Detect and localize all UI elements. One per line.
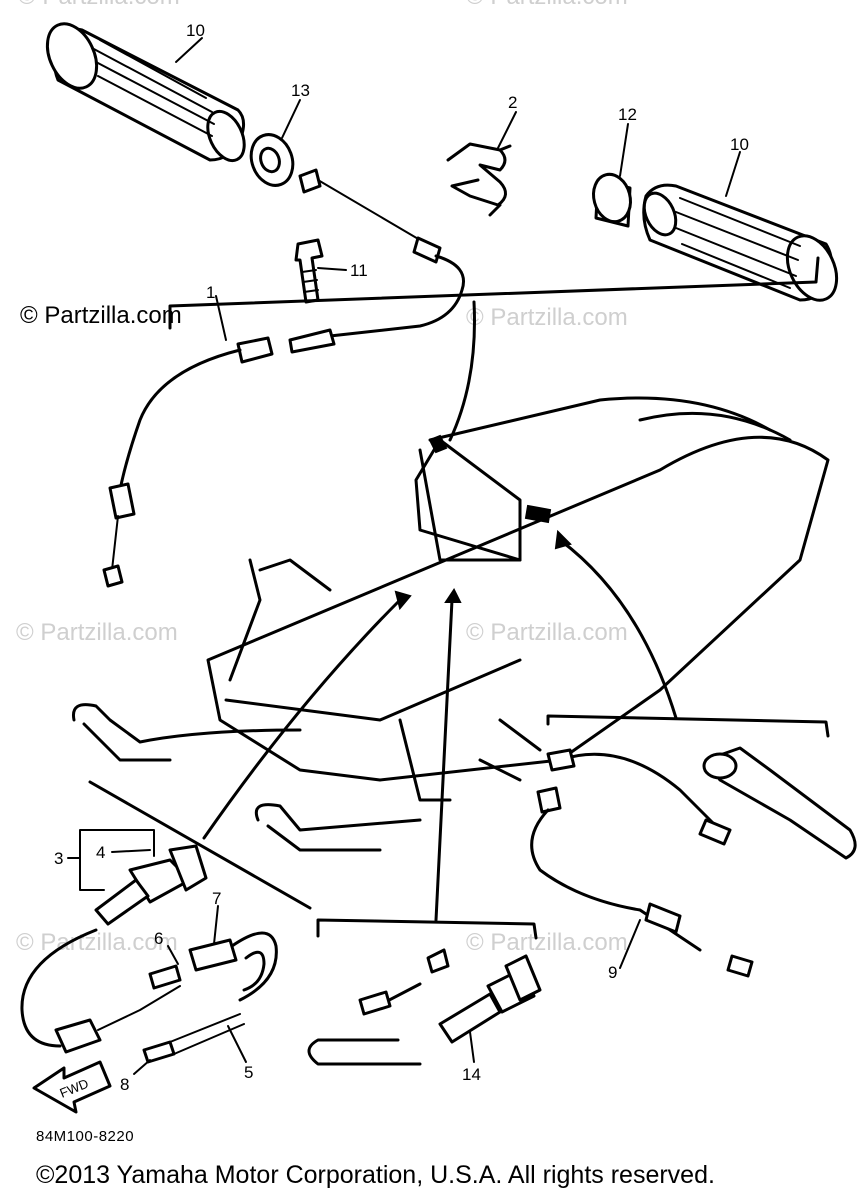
center-bracket — [316, 918, 538, 940]
leader-line — [469, 1031, 475, 1063]
watermark-faint: © Partzilla.com — [466, 304, 628, 331]
switch-assembly-3 — [94, 844, 208, 926]
cable-loop-left — [20, 928, 278, 1054]
bolt-11 — [294, 238, 324, 304]
callout-1: 1 — [206, 283, 215, 302]
leader-line — [167, 945, 179, 965]
diagram-part-code: 84M100-8220 — [36, 1128, 135, 1145]
leader-line — [227, 1025, 247, 1063]
wire-5 — [142, 1013, 245, 1064]
callout-6: 6 — [154, 929, 163, 948]
watermark-faint: © Partzilla.com — [16, 929, 178, 956]
leader-line — [497, 111, 517, 149]
leader-line — [317, 267, 347, 271]
watermark-faint: © Partzilla.com — [16, 619, 178, 646]
watermark-faint: © Partzilla.com — [466, 929, 628, 956]
callout-4: 4 — [96, 843, 105, 862]
spring-clip-2 — [446, 142, 512, 217]
copyright-notice: ©2013 Yamaha Motor Corporation, U.S.A. A… — [36, 1161, 715, 1189]
leader-line — [175, 37, 203, 63]
pointer-line — [448, 300, 476, 442]
callout-8: 8 — [120, 1075, 129, 1094]
callout-2: 2 — [508, 93, 517, 112]
callout-3-bracket — [79, 829, 155, 891]
throttle-cable — [288, 168, 465, 354]
brake-lever — [702, 746, 857, 860]
handlebar-grip-left — [45, 22, 246, 163]
callout-13: 13 — [291, 81, 310, 100]
leader-line — [281, 99, 301, 139]
pointer-arrows — [202, 529, 678, 922]
leader-line — [111, 849, 151, 853]
handlebar-grip-right — [642, 183, 839, 302]
leader-line — [213, 905, 219, 945]
partzilla-watermark: © Partzilla.com — [20, 302, 182, 329]
grip-ring-13 — [249, 133, 295, 187]
fwd-arrow-icon: FWD — [32, 1060, 112, 1114]
watermark-faint: © Partzilla.com — [18, 0, 180, 10]
snowmobile-body — [71, 396, 830, 852]
callout-12: 12 — [618, 105, 637, 124]
watermark-faint: © Partzilla.com — [466, 619, 628, 646]
callout-14: 14 — [462, 1065, 481, 1084]
watermark-group: © Partzilla.com © Partzilla.com © Partzi… — [16, 0, 628, 956]
callout-5: 5 — [244, 1063, 253, 1082]
callout-10: 10 — [186, 21, 205, 40]
right-bracket — [546, 714, 830, 738]
callout-9: 9 — [608, 963, 617, 982]
leader-line — [619, 123, 629, 177]
top-bracket — [168, 256, 820, 330]
callout-11: 11 — [350, 261, 368, 280]
leader-line — [133, 1059, 151, 1075]
kill-switch-14 — [307, 948, 542, 1066]
cable-1 — [102, 336, 274, 588]
bracket-line — [88, 780, 312, 910]
callout-3: 3 — [54, 849, 63, 868]
leader-line — [619, 919, 641, 969]
callout-10-right: 10 — [730, 135, 749, 154]
leader-line — [725, 151, 741, 197]
grip-ring-12 — [592, 172, 632, 228]
brake-cable-9 — [530, 748, 754, 978]
callout-7: 7 — [212, 889, 221, 908]
watermark-faint: © Partzilla.com — [466, 0, 628, 10]
